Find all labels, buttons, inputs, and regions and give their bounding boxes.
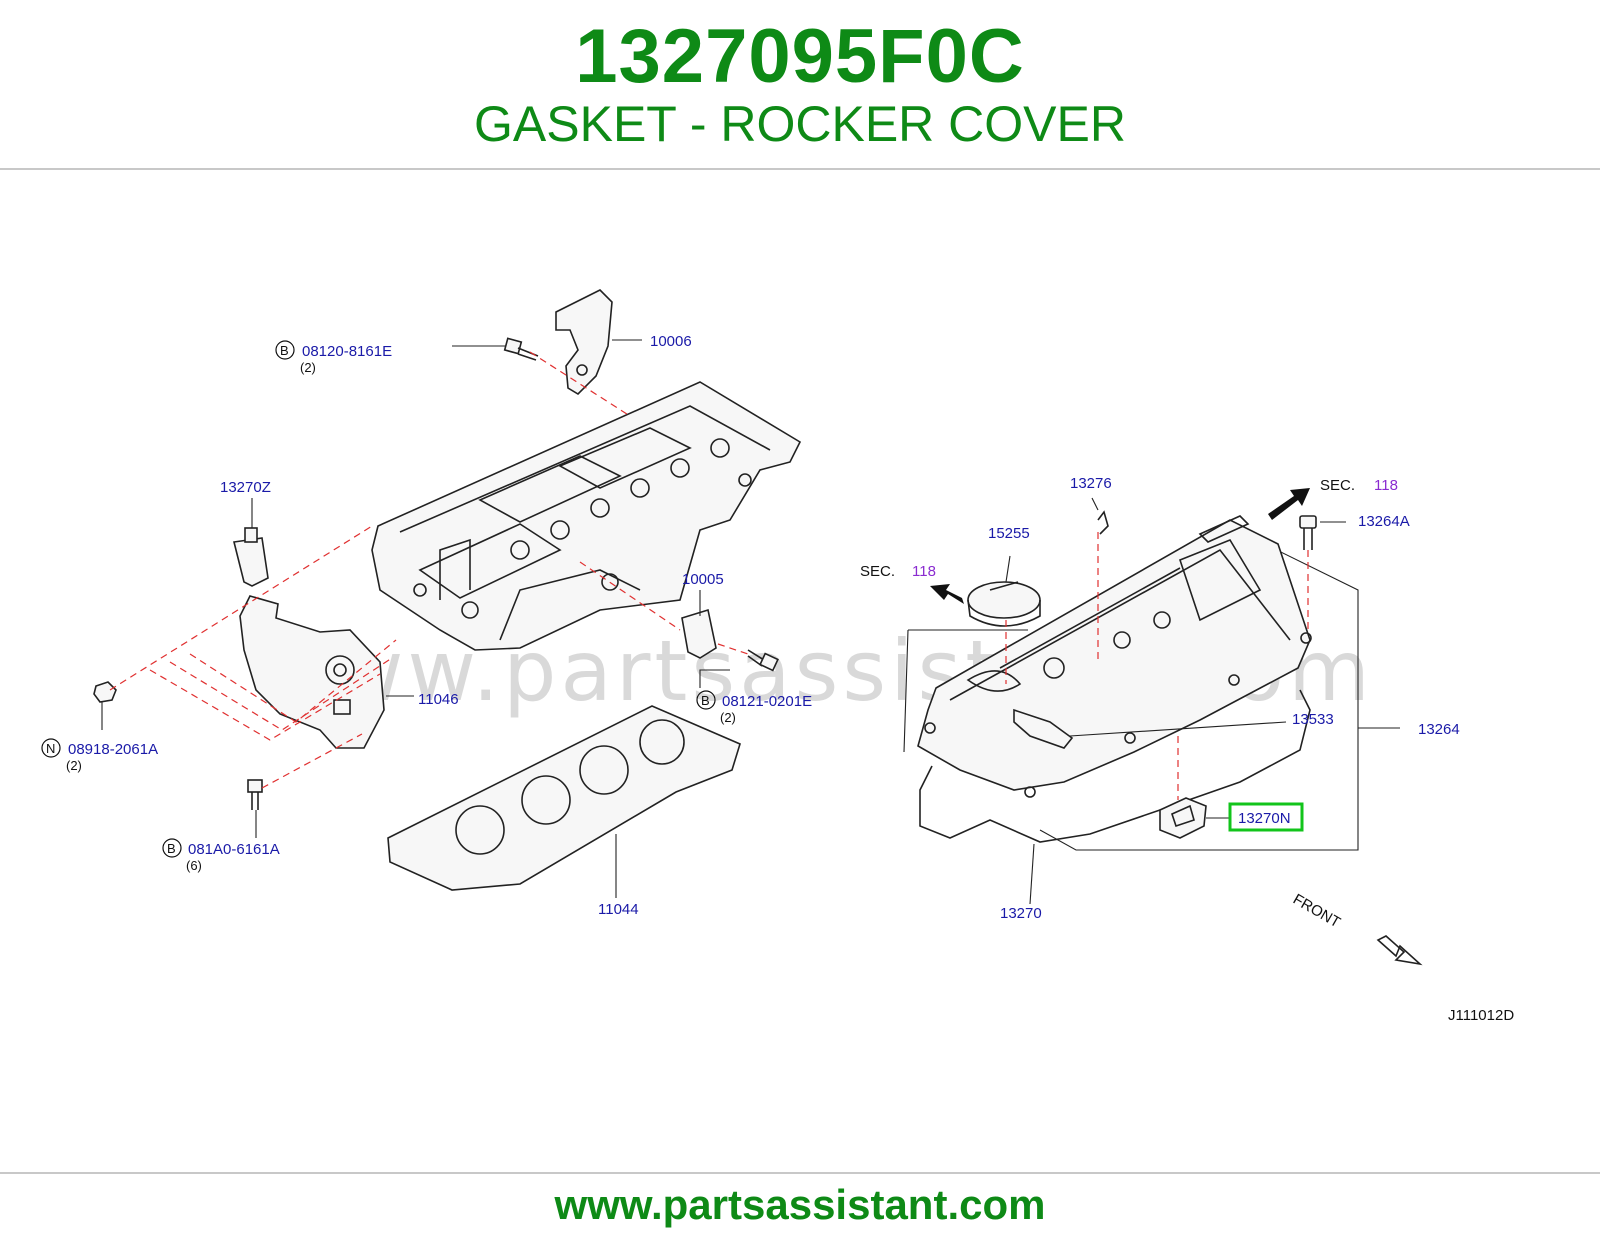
callout-13270z: 13270Z [220, 479, 271, 496]
box-outline [903, 525, 1359, 851]
callout-10005: 10005 [682, 571, 724, 588]
drawing-code: J111012D [1448, 1007, 1514, 1024]
callout-10006: 10006 [650, 333, 692, 350]
front-arrow-icon [1376, 935, 1423, 966]
bolt-08120-illustration [503, 337, 539, 361]
footer-url[interactable]: www.partsassistant.com [554, 1181, 1046, 1228]
svg-text:(2): (2) [720, 710, 736, 725]
sealant-tube-13270z-illustration [233, 527, 269, 587]
oil-cap-15255-illustration [967, 581, 1041, 627]
svg-text:13270N: 13270N [1238, 810, 1291, 827]
svg-text:(2): (2) [66, 758, 82, 773]
callout-13270n-highlighted[interactable]: 13270N [1228, 802, 1304, 832]
bolt-13264a-illustration [1299, 515, 1317, 550]
header-divider [0, 168, 1600, 170]
head-gasket-11044-illustration [387, 705, 741, 891]
svg-text:(6): (6) [186, 858, 202, 873]
svg-text:08121-0201E: 08121-0201E [722, 693, 812, 710]
front-cover-11046-illustration [239, 595, 385, 749]
callout-08918: N 08918-2061A (2) [41, 738, 158, 773]
callout-13533: 13533 [1292, 711, 1334, 728]
sec-arrow-right [1268, 488, 1310, 520]
svg-text:08918-2061A: 08918-2061A [68, 741, 158, 758]
bracket-hole [576, 364, 588, 376]
bracket-10006-illustration [555, 289, 613, 396]
callout-sec-118-left: SEC. 118 [860, 563, 936, 580]
svg-text:118: 118 [912, 563, 936, 580]
svg-text:08120-8161E: 08120-8161E [302, 343, 392, 360]
footer-divider [0, 1172, 1600, 1174]
callout-13270: 13270 [1000, 905, 1042, 922]
parts-diagram: www.partsassistant.com [41, 289, 1514, 1024]
callout-11046: 11046 [418, 691, 459, 708]
leader-lines-right [1005, 497, 1400, 905]
leader-lines-left [101, 339, 730, 898]
front-label: FRONT [1290, 891, 1343, 932]
callout-11044: 11044 [598, 901, 639, 918]
callout-08121: B 08121-0201E (2) [696, 690, 812, 725]
svg-text:B: B [280, 343, 289, 358]
bracket-10005-illustration [681, 608, 717, 659]
svg-text:118: 118 [1374, 477, 1398, 494]
callout-sec-118-right: SEC. 118 [1320, 477, 1398, 494]
svg-text:SEC.: SEC. [1320, 477, 1355, 494]
seal-13270n-illustration [1159, 797, 1207, 839]
rocker-gasket-13270-illustration [919, 689, 1311, 843]
callout-13264a: 13264A [1358, 513, 1410, 530]
pcv-baffle-13533-illustration [1013, 708, 1074, 749]
assembly-guide-lines-right [1005, 532, 1309, 800]
callout-13276: 13276 [1070, 475, 1112, 492]
callout-081a0: B 081A0-6161A (6) [162, 838, 280, 873]
clip-13276-illustration [1097, 510, 1109, 535]
page-header: 1327095F0C GASKET - ROCKER COVER [0, 0, 1600, 170]
svg-text:081A0-6161A: 081A0-6161A [188, 841, 280, 858]
bolt-08121-illustration [747, 649, 779, 672]
svg-text:N: N [46, 741, 55, 756]
svg-text:B: B [701, 693, 710, 708]
svg-text:(2): (2) [300, 360, 316, 375]
svg-text:SEC.: SEC. [860, 563, 895, 580]
callout-08120: B 08120-8161E (2) [275, 340, 392, 375]
callout-13264: 13264 [1418, 721, 1460, 738]
part-name-subtitle: GASKET - ROCKER COVER [474, 96, 1126, 152]
bolt-081a0-illustration [247, 779, 263, 810]
cylinder-head-illustration [371, 381, 802, 651]
svg-text:B: B [167, 841, 176, 856]
nut-08918-illustration [93, 681, 117, 703]
assembly-guide-lines-left [109, 351, 749, 789]
part-number-title: 1327095F0C [575, 14, 1025, 99]
callout-15255: 15255 [988, 525, 1030, 542]
sec-arrow-left [930, 584, 964, 604]
